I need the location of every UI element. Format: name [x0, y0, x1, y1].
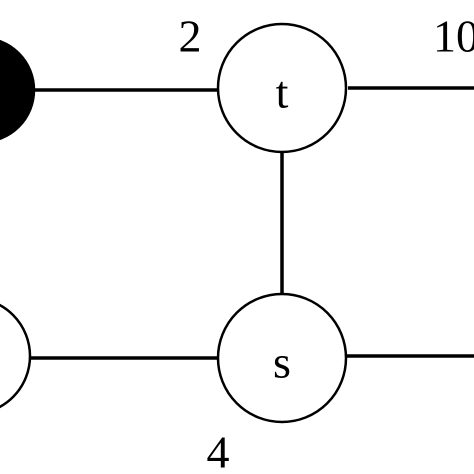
- node-t: [216, 22, 348, 154]
- node-s: [216, 292, 348, 424]
- node-label-t: t: [276, 67, 289, 118]
- weight-left-s: 4: [207, 427, 230, 474]
- node-left-lower: [0, 303, 32, 409]
- weight-black-t: 2: [179, 11, 202, 62]
- weight-t-right: 10: [433, 11, 474, 62]
- node-black: [0, 39, 36, 141]
- node-label-s: s: [273, 337, 291, 388]
